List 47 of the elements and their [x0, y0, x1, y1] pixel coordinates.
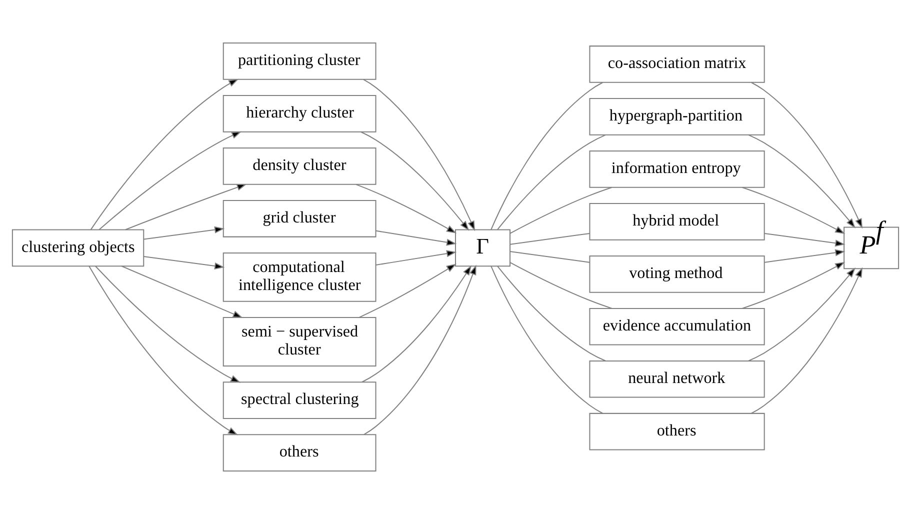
arrow — [362, 264, 472, 382]
node-box: hypergraph-partition — [589, 98, 765, 135]
arrow — [751, 266, 863, 414]
arrow — [144, 226, 225, 240]
arrow — [360, 130, 470, 230]
connector — [490, 266, 603, 414]
arrow — [751, 82, 863, 228]
arrow — [363, 78, 476, 231]
node-box: partitioning cluster — [222, 42, 376, 80]
node-box: hybrid model — [589, 202, 765, 240]
arrow — [90, 78, 239, 230]
arrow — [358, 263, 457, 318]
arrow — [748, 267, 856, 361]
arrow — [356, 183, 457, 233]
node-box: semi − supervised cluster — [222, 316, 376, 366]
node-box: co-association matrix — [589, 45, 765, 82]
arrow — [364, 264, 476, 434]
node-box: clustering objects — [12, 228, 144, 266]
connector — [497, 134, 606, 230]
node-box: others — [222, 434, 376, 471]
connector — [490, 82, 603, 230]
arrow — [95, 265, 241, 382]
arrow — [376, 230, 457, 246]
node-box: evidence accumulation — [589, 307, 765, 345]
connector — [510, 186, 612, 234]
node-box: Γ — [455, 228, 510, 266]
arrow — [88, 265, 238, 435]
connector — [510, 232, 590, 244]
arrow — [376, 250, 457, 266]
arrow — [125, 183, 247, 230]
node-box: others — [589, 412, 765, 450]
arrow — [144, 256, 225, 269]
arrow — [764, 248, 846, 262]
node-box: density cluster — [222, 147, 376, 184]
node-box: computational intelligence cluster — [222, 252, 376, 302]
connector — [497, 265, 606, 361]
arrow — [748, 134, 856, 228]
node-box: voting method — [589, 254, 765, 292]
node-box: hierarchy cluster — [222, 94, 376, 132]
arrow — [764, 232, 846, 246]
node-box: grid cluster — [222, 199, 376, 237]
node-box: information entropy — [589, 150, 765, 188]
connector — [510, 250, 590, 262]
arrow — [98, 130, 242, 230]
node-box: spectral clustering — [222, 381, 376, 418]
node-box: neural network — [589, 360, 765, 398]
arrow — [121, 265, 243, 318]
